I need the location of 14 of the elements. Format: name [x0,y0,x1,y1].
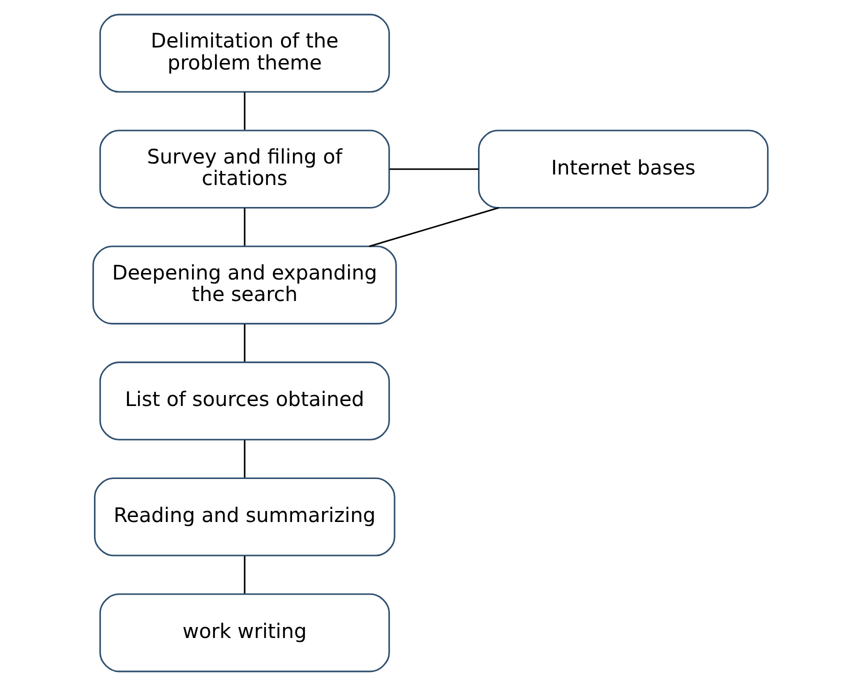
connector [243,324,245,362]
connector [243,440,245,478]
node-box: Delimitation of the problem theme [98,14,390,93]
connector [368,207,499,248]
node-box: Internet bases [478,130,768,209]
node-box: Deepening and expanding the search [92,246,396,324]
node-box: List of sources obtained [98,362,390,440]
node-box: Survey and filing of citations [98,130,390,209]
connector [243,556,245,594]
node-box: Reading and summarizing [93,477,395,556]
connector [243,92,245,130]
connector [389,168,478,170]
connector [243,208,245,246]
node-box: work writing [98,593,390,672]
